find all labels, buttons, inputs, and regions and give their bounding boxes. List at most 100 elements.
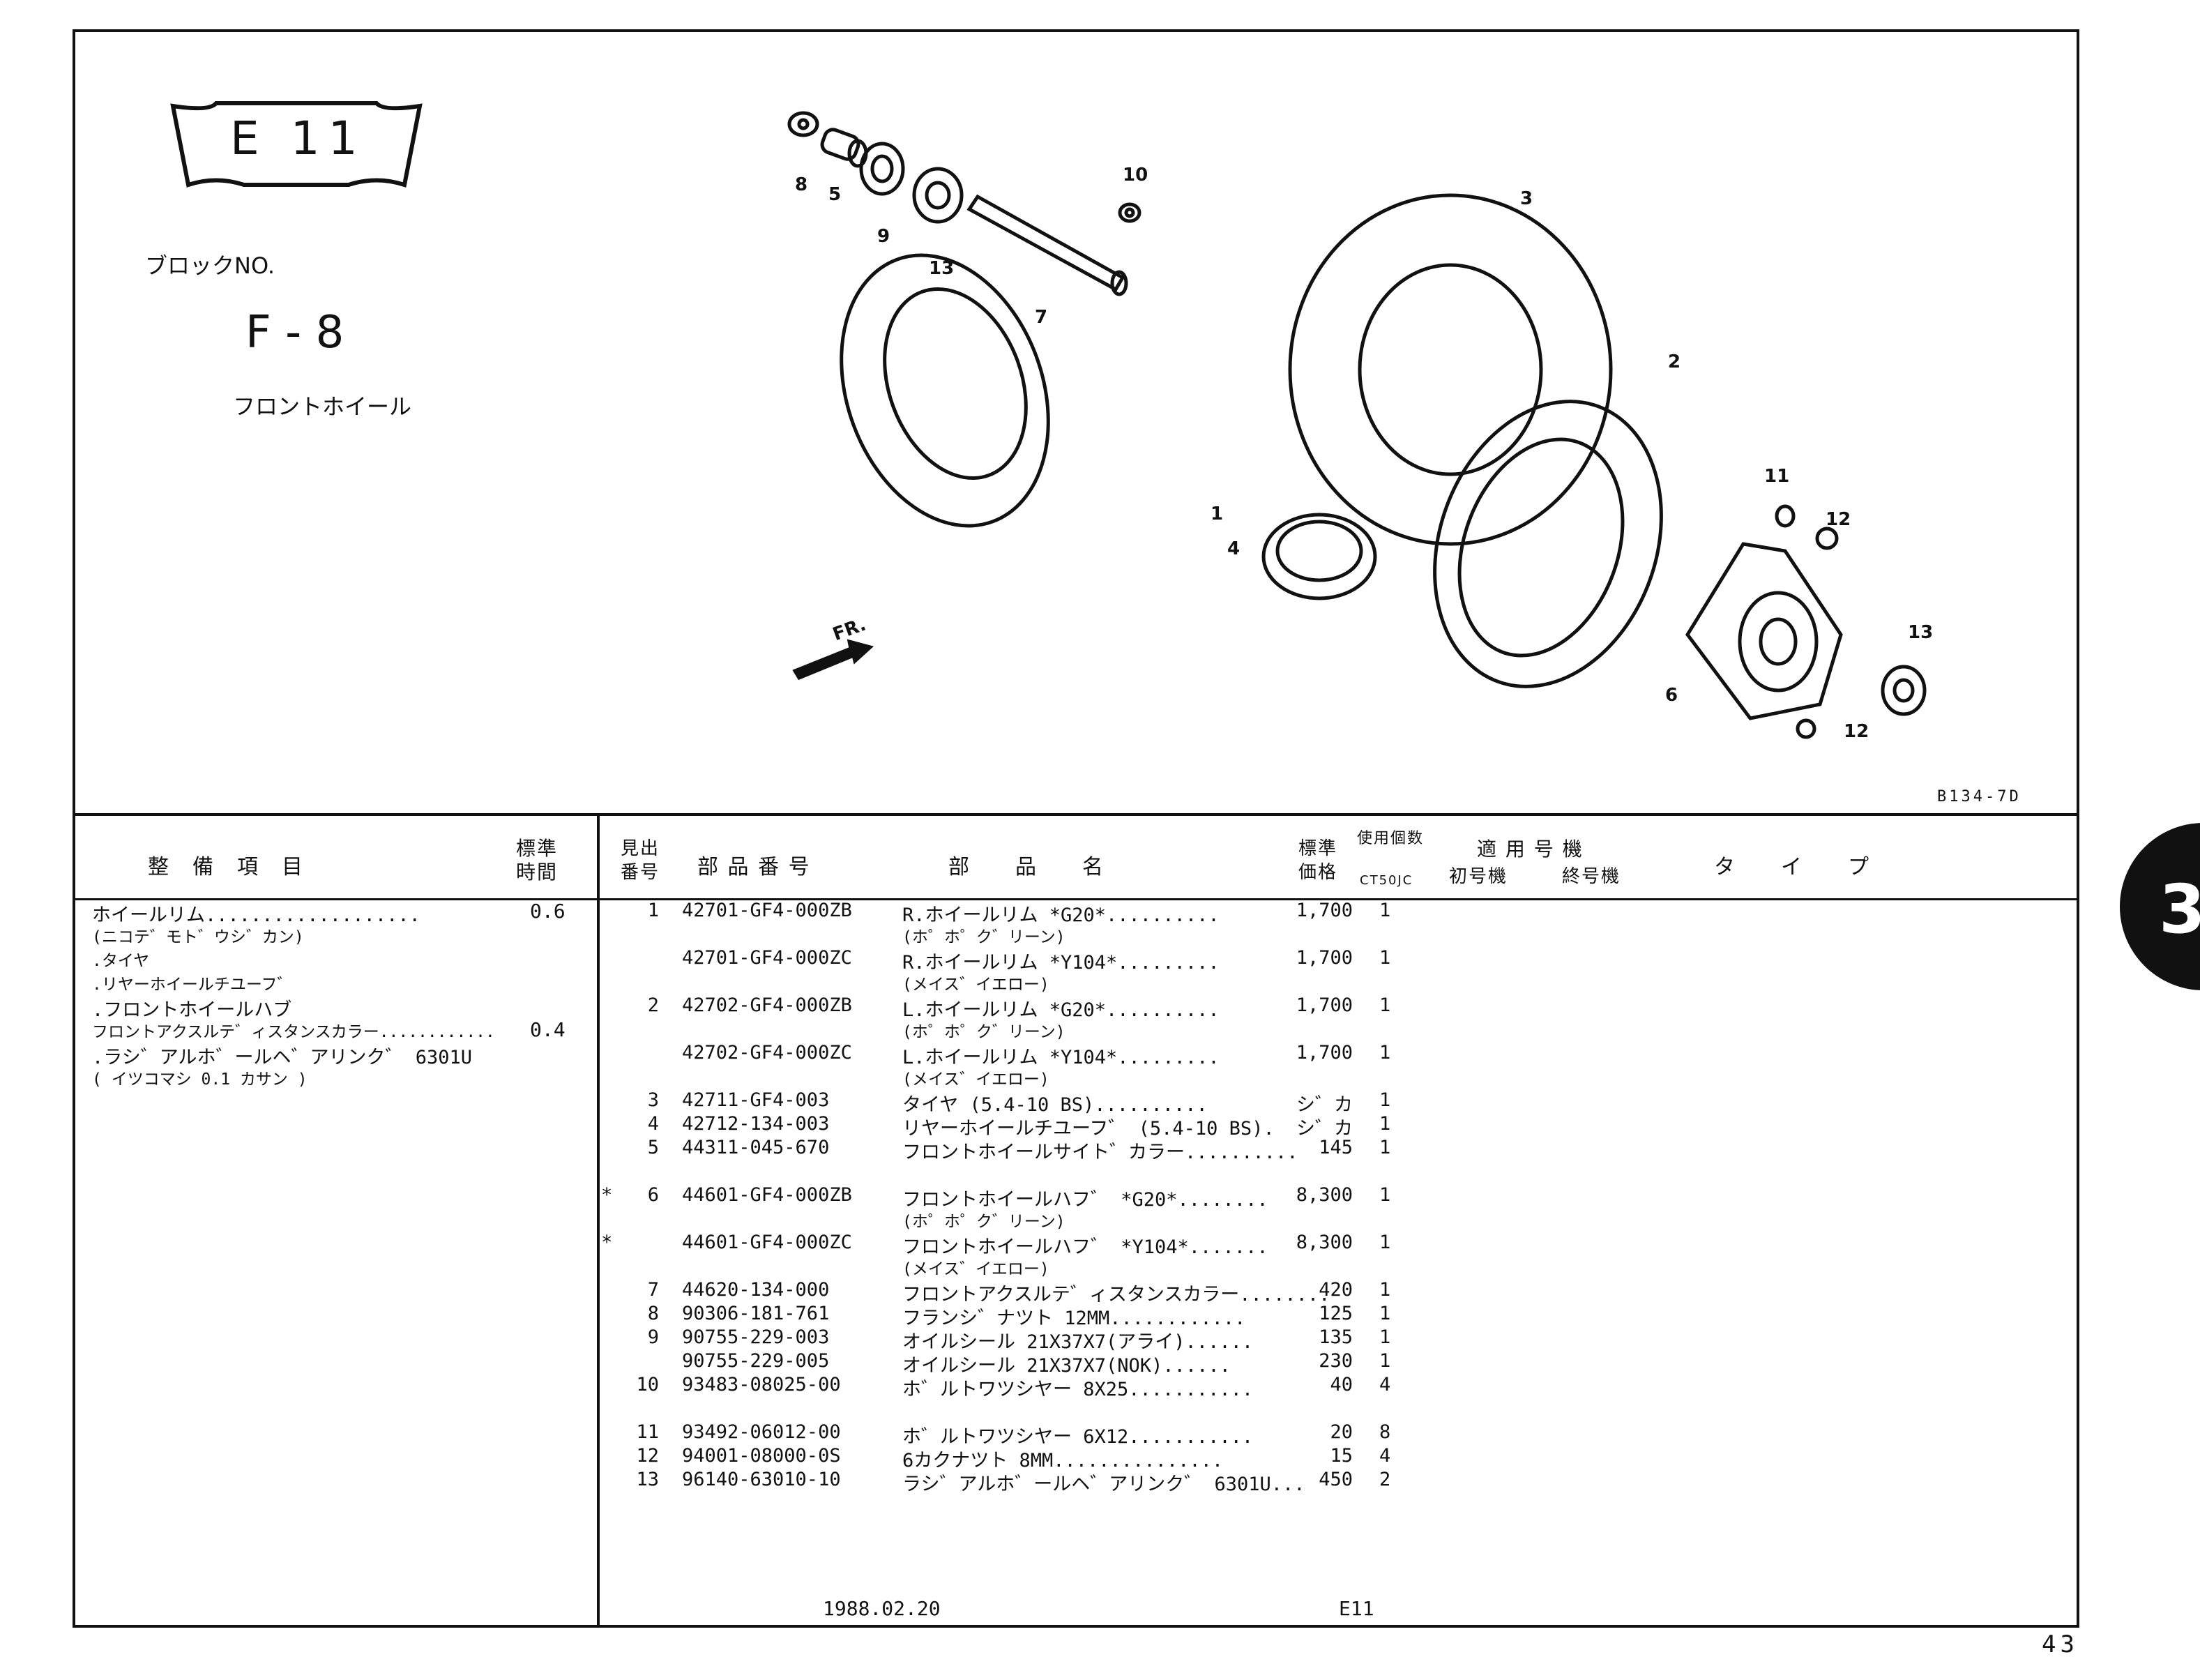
row-part-number: 96140-63010-10 — [682, 1469, 841, 1490]
row-price: シ゛カ — [1296, 1118, 1353, 1140]
col-index: 見出番号 — [621, 838, 660, 883]
row-part-number: 42701-GF4-000ZB — [682, 900, 852, 921]
callout-11: 11 — [1764, 466, 1790, 487]
callout-2: 2 — [1668, 351, 1681, 372]
row-part-name: リヤーホイールチユーフ゛ (5.4-10 BS). — [902, 1118, 1275, 1140]
row-part-number: 90755-229-005 — [682, 1350, 830, 1372]
parts-table-row: 10 93483-08025-00 ホ゛ルトワツシヤー 8X25..........… — [0, 1374, 2200, 1400]
row-index: 3 — [647, 1089, 659, 1111]
row-quantity: 1 — [1379, 1326, 1391, 1348]
callout-3: 3 — [1520, 188, 1533, 209]
row-price: 15 — [1330, 1445, 1353, 1467]
row-index: 9 — [647, 1326, 659, 1348]
parts-table-subrow: (ホ゜ホ゜ク゛リーン) — [0, 1208, 2200, 1232]
callout-9: 9 — [877, 226, 890, 247]
row-part-number: 93492-06012-00 — [682, 1421, 841, 1443]
callout-7: 7 — [1035, 307, 1048, 328]
row-quantity: 1 — [1379, 1137, 1391, 1158]
row-quantity: 4 — [1379, 1374, 1391, 1395]
table-header-divider — [73, 898, 2079, 900]
row-part-name: ラシ゛アルホ゛ールヘ゛アリンク゛ 6301U... — [902, 1474, 1305, 1495]
footer-code: E11 — [1339, 1597, 1374, 1620]
page-code: E 11 — [230, 112, 366, 165]
row-color-name: (ホ゜ホ゜ク゛リーン) — [902, 1023, 1065, 1041]
row-price: 1,700 — [1296, 900, 1353, 921]
parts-table-subrow: (メイス゛イエロー) — [0, 1066, 2200, 1089]
row-quantity: 1 — [1379, 1089, 1391, 1111]
col-standard-time: 標準時間 — [516, 837, 559, 884]
col-applicable: 適 用 号 機 — [1477, 838, 1584, 861]
row-color-name: (メイス゛イエロー) — [902, 1260, 1049, 1278]
row-price: 1,700 — [1296, 994, 1353, 1016]
work-item: .フロントホイールハブ — [92, 999, 292, 1021]
row-quantity: 1 — [1379, 1184, 1391, 1206]
callout-6: 6 — [1665, 685, 1678, 706]
chapter-number: 3 — [2159, 870, 2200, 948]
callout-12: 12 — [1826, 509, 1851, 530]
row-part-name: フロントホイールサイト゛カラー.......... — [902, 1142, 1298, 1163]
left-rim-illustration — [1433, 400, 1663, 688]
work-item: ( イツコマシ 0.1 カサン ) — [92, 1070, 308, 1089]
row-index: 2 — [647, 994, 659, 1016]
row-price: シ゛カ — [1296, 1094, 1353, 1116]
row-part-number: 44601-GF4-000ZC — [682, 1232, 852, 1253]
row-part-number: 90755-229-003 — [682, 1326, 830, 1348]
row-part-name: 6カクナツト 8MM............... — [902, 1450, 1224, 1471]
row-part-name: フロントホイールハフ゛ *Y104*....... — [902, 1236, 1268, 1258]
row-price: 40 — [1330, 1374, 1353, 1395]
row-index: 12 — [636, 1445, 659, 1467]
row-index: 10 — [636, 1374, 659, 1395]
bearing-right-illustration — [1881, 665, 1927, 716]
row-quantity: 1 — [1379, 1279, 1391, 1301]
row-part-name: ホ゛ルトワツシヤー 8X25........... — [902, 1379, 1254, 1400]
row-color-name: (ホ゜ホ゜ク゛リーン) — [902, 928, 1065, 946]
col-price: 標準価格 — [1298, 838, 1338, 883]
work-time: 0.4 — [530, 1018, 566, 1041]
row-part-number: 42702-GF4-000ZB — [682, 994, 852, 1016]
side-collar-illustration — [820, 128, 868, 168]
row-index: 6 — [647, 1184, 659, 1206]
row-price: 20 — [1330, 1421, 1353, 1443]
row-price: 125 — [1319, 1303, 1353, 1324]
block-number: F - 8 — [245, 307, 344, 358]
right-rim-illustration — [840, 253, 1050, 528]
section-title: フロントホイール — [233, 393, 412, 420]
tube-illustration — [1261, 513, 1377, 600]
work-item: .ラシ゛アルホ゛ールヘ゛アリンク゛ 6301U — [92, 1047, 472, 1068]
row-price: 135 — [1319, 1326, 1353, 1348]
hub-illustration — [1685, 542, 1843, 720]
fr-arrow-illustration — [792, 639, 874, 681]
col-type: タ イ プ — [1714, 855, 1870, 879]
row-price: 8,300 — [1296, 1184, 1353, 1206]
col-work-items: 整 備 項 目 — [148, 855, 304, 879]
bolt-washer-illustration — [1118, 202, 1141, 223]
row-index: 1 — [647, 900, 659, 921]
work-item: (ニコテ゛モト゛ウシ゛カン) — [92, 928, 304, 946]
row-color-name: (メイス゛イエロー) — [902, 1070, 1049, 1089]
axle-collar-illustration — [966, 194, 1128, 296]
callout-5: 5 — [828, 184, 842, 205]
row-part-number: 93483-08025-00 — [682, 1374, 841, 1395]
work-item: .リヤーホイールチユーフ゛ — [92, 976, 294, 994]
row-index: 5 — [647, 1137, 659, 1158]
row-quantity: 1 — [1379, 994, 1391, 1016]
row-quantity: 4 — [1379, 1445, 1391, 1467]
row-part-name: オイルシール 21X37X7(NOK)...... — [902, 1355, 1231, 1377]
row-part-number: 44620-134-000 — [682, 1279, 830, 1301]
footer-date: 1988.02.20 — [823, 1597, 941, 1620]
row-quantity: 1 — [1379, 947, 1391, 969]
row-part-name: フロントアクスルテ゛ィスタンスカラー........ — [902, 1284, 1330, 1306]
row-quantity: 2 — [1379, 1469, 1391, 1490]
flange-nut-illustration — [787, 111, 819, 137]
callout-13b: 13 — [1908, 622, 1934, 643]
row-price: 1,700 — [1296, 1042, 1353, 1064]
page-number: 43 — [2042, 1630, 2079, 1658]
callout-4: 4 — [1227, 538, 1241, 559]
work-time: 0.6 — [530, 900, 566, 923]
